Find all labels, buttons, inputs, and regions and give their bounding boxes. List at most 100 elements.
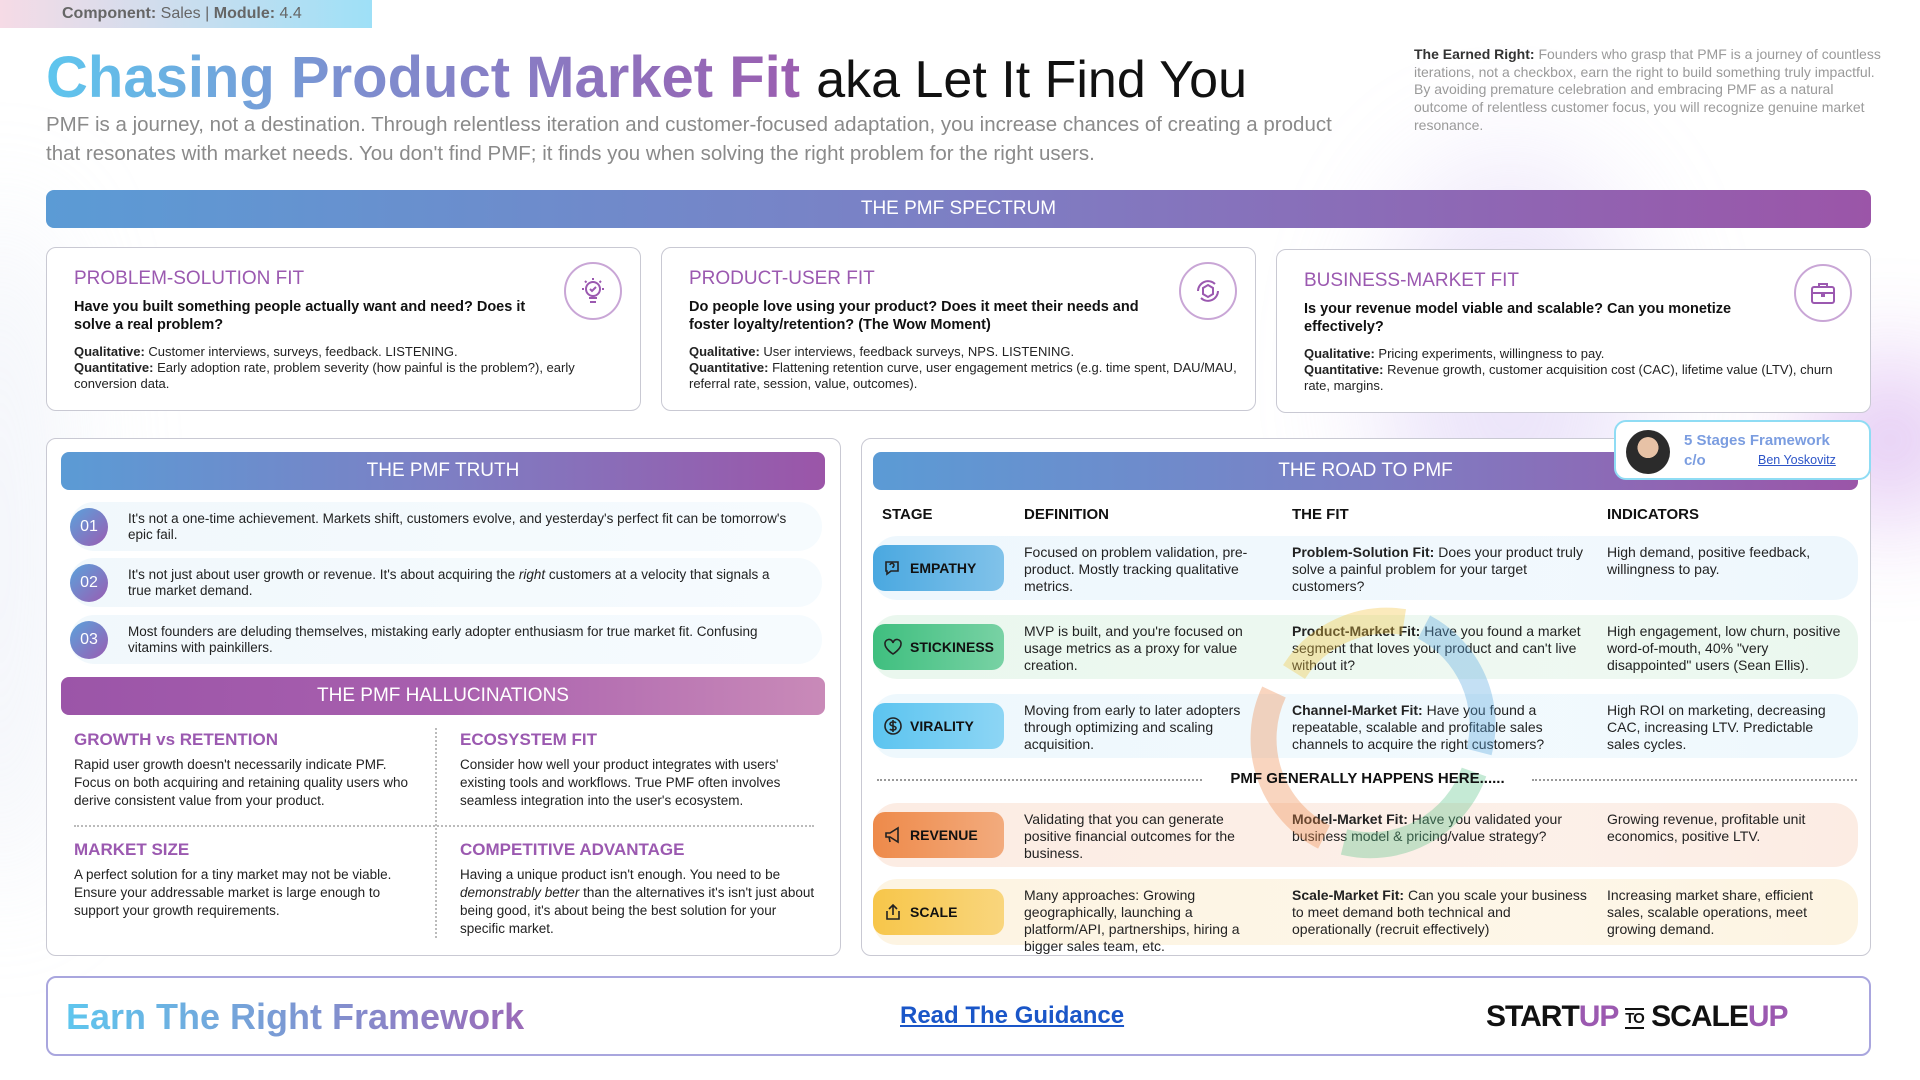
quant-text: Flattening retention curve, user engagem… <box>689 360 1237 391</box>
hallucination-text: Consider how well your product integrate… <box>460 757 781 808</box>
qual-label: Qualitative: <box>1304 346 1375 361</box>
fit-text: Scale-Market Fit: Can you scale your bus… <box>1292 887 1587 938</box>
hallucination-market-size: MARKET SIZE A perfect solution for a tiny… <box>74 840 424 920</box>
pmf-happens-here-label: PMF GENERALLY HAPPENS HERE...... <box>1230 770 1505 787</box>
quant-text: Early adoption rate, problem severity (h… <box>74 360 575 391</box>
cube-cycle-icon <box>1179 262 1237 320</box>
qual-text: Customer interviews, surveys, feedback. … <box>148 344 458 359</box>
card-title: BUSINESS-MARKET FIT <box>1304 270 1520 291</box>
fit-label: Product-Market Fit: <box>1292 623 1421 639</box>
hallucination-title: ECOSYSTEM FIT <box>460 730 597 749</box>
road-row-revenue: REVENUE Validating that you can generate … <box>873 803 1858 867</box>
quant-label: Quantitative: <box>1304 362 1384 377</box>
logo-part: UP <box>1578 1000 1619 1033</box>
road-row-virality: VIRALITY Moving from early to later adopt… <box>873 694 1858 758</box>
text: Having a unique product isn't enough. Yo… <box>460 867 781 882</box>
column-header-fit: THE FIT <box>1292 506 1349 523</box>
heart-icon <box>884 638 902 655</box>
card-metrics: Qualitative: User interviews, feedback s… <box>689 344 1239 392</box>
column-header-stage: STAGE <box>882 506 933 523</box>
share-upload-icon <box>886 903 900 920</box>
definition-text: Validating that you can generate positiv… <box>1024 811 1235 861</box>
framework-credit: 5 Stages Framework c/o Ben Yoskovitz <box>1614 420 1871 480</box>
indicators-text: High demand, positive feedback, willingn… <box>1607 544 1811 577</box>
truth-item: 01 It's not a one-time achievement. Marke… <box>70 502 822 551</box>
credit-title: 5 Stages Framework <box>1684 432 1830 449</box>
qual-label: Qualitative: <box>689 344 760 359</box>
read-guidance-link[interactable]: Read The Guidance <box>900 1002 1125 1029</box>
logo-part: UP <box>1747 1000 1789 1033</box>
indicators-text: Growing revenue, profitable unit economi… <box>1607 811 1806 844</box>
fit-question: Have you validated your business model &… <box>1292 811 1562 844</box>
number-badge: 01 <box>70 508 108 546</box>
stage-pill: SCALE <box>873 889 1004 935</box>
card-question: Have you built something people actually… <box>74 299 526 333</box>
stage-label: EMPATHY <box>910 560 977 576</box>
title-main: Chasing Product Market Fit <box>46 45 801 110</box>
hallucination-title: MARKET SIZE <box>74 840 190 859</box>
quant-label: Quantitative: <box>74 360 154 375</box>
hallucination-text: A perfect solution for a tiny market may… <box>74 867 392 918</box>
module-value: 4.4 <box>279 5 302 22</box>
truth-text: It's not a one-time achievement. Markets… <box>128 511 787 542</box>
divider <box>1532 779 1857 781</box>
stage-label: STICKINESS <box>910 639 995 655</box>
author-link[interactable]: Ben Yoskovitz <box>1758 453 1836 467</box>
card-product-user-fit: PRODUCT-USER FIT Do people love using yo… <box>661 247 1256 411</box>
fit-text: Problem-Solution Fit: Does your product … <box>1292 544 1587 595</box>
qual-text: User interviews, feedback surveys, NPS. … <box>763 344 1075 359</box>
component-label: Component: <box>62 5 157 22</box>
definition-text: Focused on problem validation, pre-produ… <box>1024 544 1248 594</box>
component-tag: Component: Sales | Module: 4.4 <box>0 0 372 28</box>
qual-text: Pricing experiments, willingness to pay. <box>1378 346 1605 361</box>
number-badge: 03 <box>70 621 108 659</box>
stage-pill: EMPATHY <box>873 545 1004 591</box>
hallucination-text: Having a unique product isn't enough. Yo… <box>460 866 820 938</box>
indicators-text: High ROI on marketing, decreasing CAC, i… <box>1607 702 1826 752</box>
module-label: Module: <box>213 5 276 22</box>
fit-text: Channel-Market Fit: Have you found a rep… <box>1292 702 1587 753</box>
road-row-empathy: EMPATHY Focused on problem validation, pr… <box>873 536 1858 600</box>
credit-co: c/o <box>1684 452 1706 469</box>
megaphone-icon <box>885 826 899 844</box>
logo-part: START <box>1486 1000 1580 1033</box>
note-label: The Earned Right: <box>1414 46 1535 62</box>
cycle-arrows-icon <box>1250 607 1496 859</box>
emphasis: demonstrably better <box>460 885 580 900</box>
divider <box>435 728 437 938</box>
component-value: Sales <box>160 5 201 22</box>
fit-label: Problem-Solution Fit: <box>1292 544 1435 560</box>
text: It's not just about user growth or reven… <box>128 567 519 582</box>
stage-label: VIRALITY <box>910 718 974 734</box>
footer-title: Earn The Right Framework <box>66 996 525 1037</box>
quant-text: Revenue growth, customer acquisition cos… <box>1304 362 1833 393</box>
hallucination-text: Rapid user growth doesn't necessarily in… <box>74 757 408 808</box>
logo-part: TO <box>1625 1007 1645 1029</box>
logo-part: SCALE <box>1651 1000 1749 1033</box>
earned-right-note: The Earned Right: Founders who grasp tha… <box>1414 46 1884 135</box>
card-title: PROBLEM-SOLUTION FIT <box>74 268 305 289</box>
fit-question: Have you found a repeatable, scalable an… <box>1292 702 1545 752</box>
fit-question: Have you found a market segment that lov… <box>1292 623 1581 673</box>
stage-label: SCALE <box>910 904 958 920</box>
divider <box>74 825 814 827</box>
avatar <box>1626 430 1670 474</box>
lightbulb-icon <box>564 262 622 320</box>
indicators-text: Increasing market share, efficient sales… <box>1607 887 1813 937</box>
column-header-indicators: INDICATORS <box>1607 506 1699 523</box>
stage-pill: STICKINESS <box>873 624 1004 670</box>
card-metrics: Qualitative: Pricing experiments, willin… <box>1304 346 1854 394</box>
stage-pill: VIRALITY <box>873 703 1004 749</box>
card-metrics: Qualitative: Customer interviews, survey… <box>74 344 624 392</box>
definition-text: Moving from early to later adopters thro… <box>1024 702 1241 752</box>
fit-label: Channel-Market Fit: <box>1292 702 1423 718</box>
note-text: Founders who grasp that PMF is a journey… <box>1414 46 1881 133</box>
stage-label: REVENUE <box>910 827 978 843</box>
emphasis: right <box>518 567 546 582</box>
